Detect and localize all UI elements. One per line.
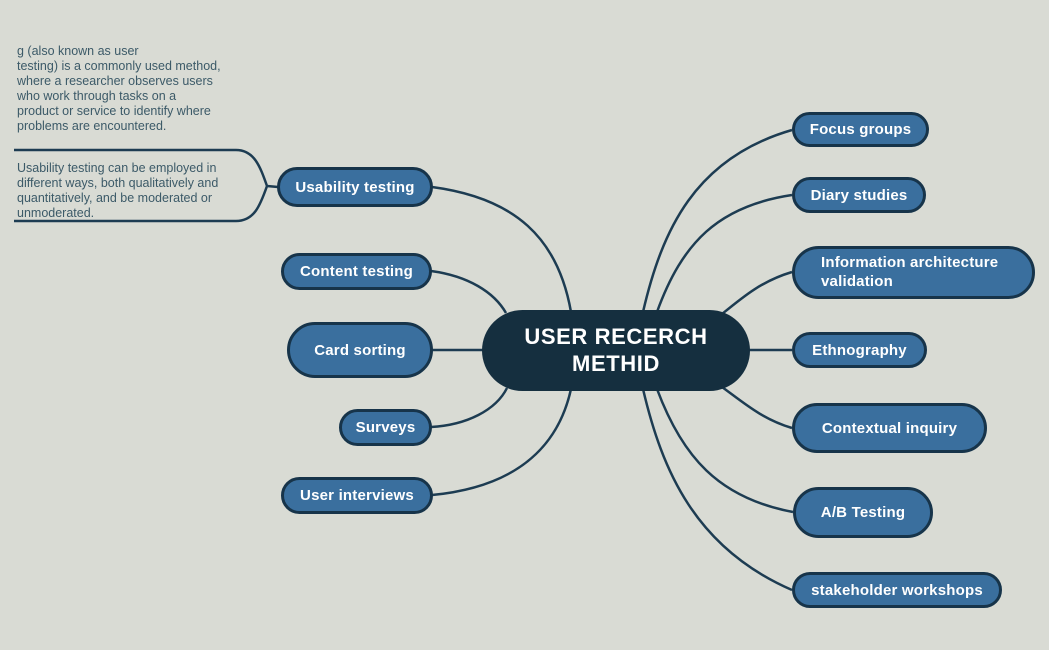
node-surveys[interactable]: Surveys: [339, 409, 432, 446]
center-node-label-line1: USER RECERCH: [524, 323, 708, 349]
annotation-usability-definition[interactable]: g (also known as user testing) is a comm…: [17, 44, 221, 133]
node-label: Diary studies: [810, 186, 908, 204]
annotation-usability-note[interactable]: Usability testing can be employed in dif…: [17, 161, 219, 220]
node-label: Usability testing: [295, 178, 415, 196]
connector-focus-groups: [641, 128, 793, 313]
node-label: Focus groups: [809, 121, 912, 138]
node-content-testing[interactable]: Content testing: [281, 253, 432, 290]
connector-contextual-inquiry: [721, 385, 793, 430]
node-label: Contextual inquiry: [821, 419, 958, 437]
connector-ia-validation: [721, 270, 793, 315]
node-label: User interviews: [300, 487, 414, 504]
node-ab-testing[interactable]: A/B Testing: [793, 487, 933, 538]
node-information-architecture-validation[interactable]: Information architecture validation: [792, 246, 1035, 299]
connector-stakeholder-workshops: [641, 388, 793, 592]
node-ethnography[interactable]: Ethnography: [792, 332, 927, 368]
node-diary-studies[interactable]: Diary studies: [792, 177, 926, 213]
node-user-interviews[interactable]: User interviews: [281, 477, 433, 514]
node-focus-groups[interactable]: Focus groups: [792, 112, 929, 147]
node-card-sorting[interactable]: Card sorting: [287, 322, 433, 378]
connector-diary-studies: [655, 193, 793, 313]
node-label: Content testing: [300, 263, 413, 280]
node-label: Surveys: [355, 419, 416, 436]
node-label: stakeholder workshops: [811, 581, 983, 599]
node-label: Card sorting: [314, 341, 406, 359]
node-stakeholder-workshops[interactable]: stakeholder workshops: [792, 572, 1002, 608]
connector-ab-testing: [655, 388, 794, 514]
connector-user-interviews: [431, 388, 573, 497]
node-label: Ethnography: [812, 341, 907, 359]
connector-content-testing: [430, 269, 508, 314]
node-label: A/B Testing: [820, 504, 906, 521]
center-node-user-research-method[interactable]: USER RECERCH METHID: [482, 310, 750, 391]
connector-surveys: [430, 387, 509, 429]
node-label: Information architecture validation: [821, 253, 999, 290]
node-contextual-inquiry[interactable]: Contextual inquiry: [792, 403, 987, 453]
node-usability-testing[interactable]: Usability testing: [277, 167, 433, 207]
connector-usability-testing: [431, 185, 573, 313]
center-node-label-line2: METHID: [572, 350, 660, 376]
